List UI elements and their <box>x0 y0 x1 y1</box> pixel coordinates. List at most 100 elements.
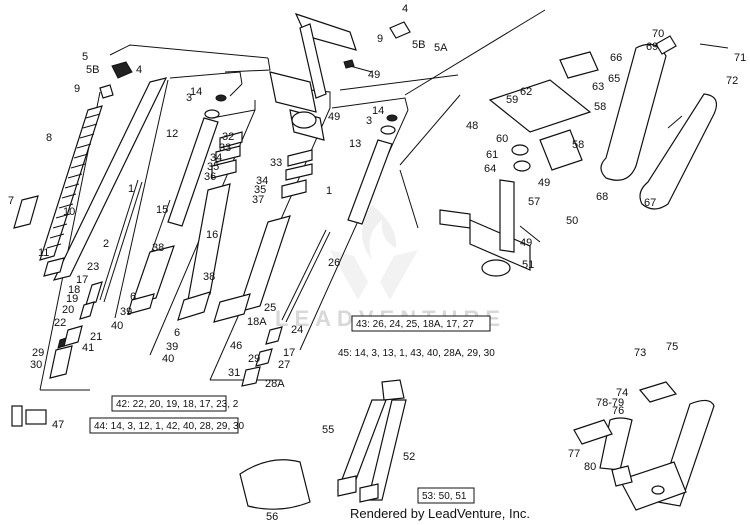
part-label: 8 <box>46 132 52 144</box>
part-label: 29 <box>248 353 260 365</box>
center-fork-assembly <box>213 97 409 387</box>
part-label: 49 <box>520 237 532 249</box>
part-label: 33 <box>219 142 231 154</box>
part-label: 48 <box>466 120 478 132</box>
part-label: 1 <box>128 183 134 195</box>
kit-label: 42: 22, 20, 19, 18, 17, 23, 2 <box>116 399 239 410</box>
part-label: 12 <box>166 128 178 140</box>
kit-label: 45: 14, 3, 13, 1, 43, 40, 28A, 29, 30 <box>338 348 495 359</box>
part-label: 64 <box>484 163 496 175</box>
part-label: 73 <box>634 347 646 359</box>
kit-label: 43: 26, 24, 25, 18A, 17, 27 <box>356 319 474 330</box>
part-label: 31 <box>228 367 240 379</box>
part-label: 65 <box>608 73 620 85</box>
part-label: 17 <box>283 347 295 359</box>
part-label: 26 <box>328 257 340 269</box>
kit-callouts: 43: 26, 24, 25, 18A, 17, 27 45: 14, 3, 1… <box>89 315 495 504</box>
part-label: 40 <box>162 353 174 365</box>
part-label: 74 <box>616 387 628 399</box>
part-label: 27 <box>278 359 290 371</box>
part-label: 55 <box>322 424 334 436</box>
part-label: 33 <box>270 157 282 169</box>
watermark-logo <box>330 205 418 300</box>
part-label: 76 <box>612 405 624 417</box>
part-label: 13 <box>349 138 361 150</box>
part-label: 32 <box>222 131 234 143</box>
part-label: 37 <box>252 194 264 206</box>
part-label: 47 <box>52 419 64 431</box>
part-label: 3 <box>366 115 372 127</box>
kit-box <box>351 315 491 332</box>
part-label: 61 <box>486 149 498 161</box>
part-label: 58 <box>594 101 606 113</box>
part-label: 68 <box>596 191 608 203</box>
right-lower-fork <box>573 381 715 511</box>
part-label: 34 <box>256 175 268 187</box>
part-label: 63 <box>592 81 604 93</box>
inner-fork-assembly <box>114 71 331 381</box>
part-label: 34 <box>210 152 222 164</box>
part-label: 50 <box>566 215 578 227</box>
part-label: 24 <box>291 324 303 336</box>
part-label: 4 <box>402 3 408 15</box>
part-label: 46 <box>230 340 242 352</box>
part-label: 40 <box>111 320 123 332</box>
part-label: 49 <box>538 177 550 189</box>
part-label: 28A <box>265 378 285 390</box>
part-label: 77 <box>568 448 580 460</box>
part-label: 29 <box>32 347 44 359</box>
part-labels: 1 1 2 3 3 3 4 4 5 5A 5B 5B 6 6 7 8 9 9 1… <box>8 3 746 523</box>
part-label: 19 <box>66 293 78 305</box>
part-label: 25 <box>264 302 276 314</box>
part-label: 6 <box>174 327 180 339</box>
part-label: 59 <box>506 94 518 106</box>
seal-kit <box>11 405 47 427</box>
part-label: 23 <box>87 261 99 273</box>
kit-box <box>417 487 475 504</box>
part-label: 18A <box>247 316 267 328</box>
part-label: 14 <box>372 105 384 117</box>
kit-box <box>111 395 227 412</box>
part-label: 41 <box>82 342 94 354</box>
part-label: 7 <box>8 195 14 207</box>
part-label: 56 <box>266 511 278 523</box>
part-label: 35 <box>207 161 219 173</box>
part-label: 9 <box>74 83 80 95</box>
part-label: 11 <box>38 247 49 259</box>
footer-credit: Rendered by LeadVenture, Inc. <box>350 506 530 521</box>
part-label: 5B <box>412 39 425 51</box>
fork-covers <box>600 35 729 210</box>
part-label: 10 <box>63 206 75 218</box>
part-label: 35 <box>254 184 266 196</box>
part-label: 70 <box>652 28 664 40</box>
part-label: 38 <box>203 271 215 283</box>
part-label: 52 <box>403 451 415 463</box>
part-label: 18 <box>68 284 80 296</box>
part-label: 71 <box>734 52 746 64</box>
part-label: 15 <box>156 204 168 216</box>
tool-bag <box>239 459 311 510</box>
part-label: 16 <box>206 229 218 241</box>
part-label: 21 <box>90 331 102 343</box>
part-label: 14 <box>190 86 202 98</box>
part-label: 5 <box>82 51 88 63</box>
part-label: 72 <box>726 75 738 87</box>
part-label: 30 <box>30 359 42 371</box>
part-label: 69 <box>646 41 658 53</box>
part-label: 5B <box>86 64 99 76</box>
left-fork-assembly <box>13 44 271 391</box>
kit-label: 44: 14, 3, 12, 1, 42, 40, 28, 29, 30 <box>94 421 245 432</box>
part-label: 4 <box>136 64 142 76</box>
part-label: 60 <box>496 133 508 145</box>
part-label: 49 <box>368 69 380 81</box>
part-label: 2 <box>103 238 109 250</box>
part-label: 1 <box>326 185 332 197</box>
fork-legs <box>337 379 407 503</box>
part-label: 80 <box>584 461 596 473</box>
separator-lines <box>399 9 546 229</box>
part-label: 17 <box>76 274 88 286</box>
part-label: 20 <box>62 304 74 316</box>
part-label: 67 <box>644 197 656 209</box>
part-label: 36 <box>204 171 216 183</box>
